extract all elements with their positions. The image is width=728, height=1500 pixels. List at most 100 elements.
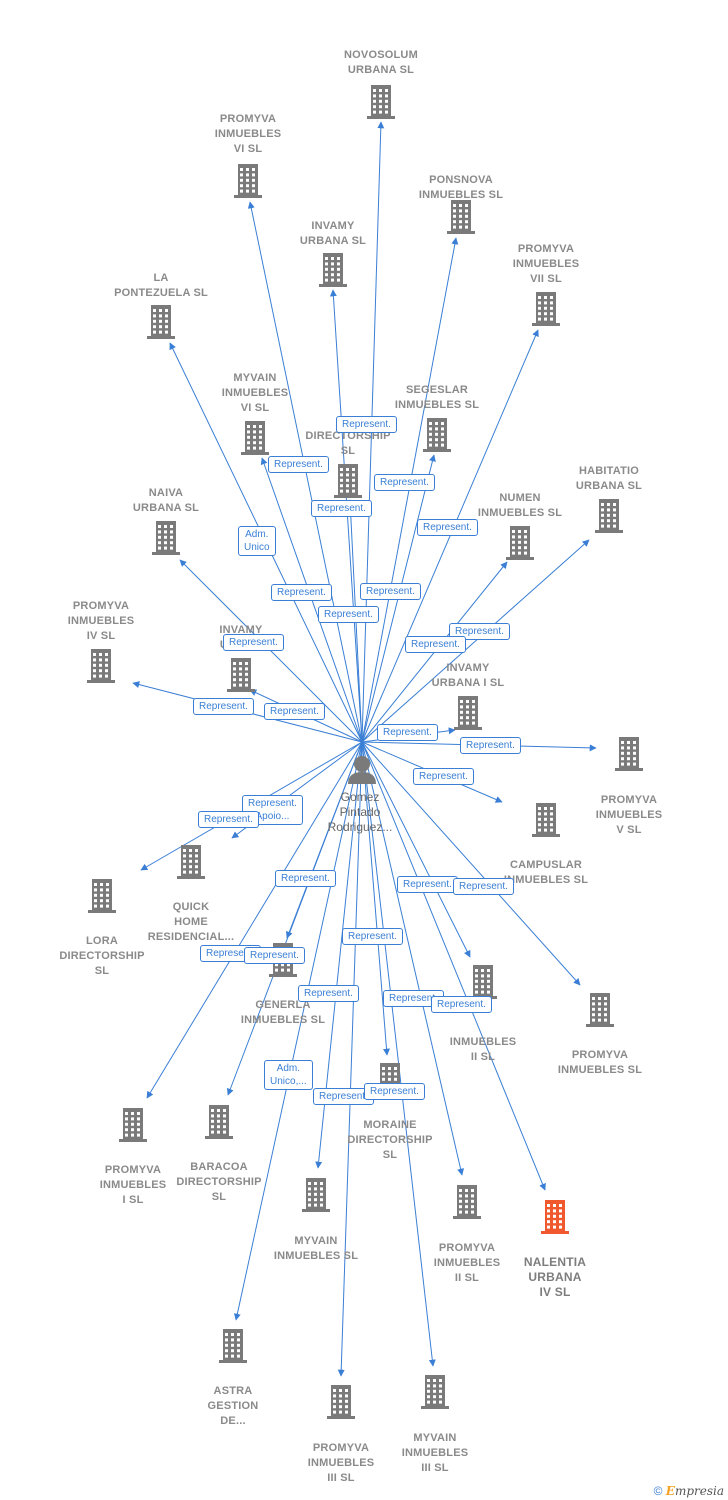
building-window — [633, 751, 636, 755]
relation-badge[interactable]: Represent. — [374, 474, 435, 491]
building-window — [481, 990, 484, 994]
building-window — [308, 1187, 311, 1191]
relation-badge[interactable]: Represent. — [453, 878, 514, 895]
relation-badge[interactable]: Represent. — [336, 416, 397, 433]
company-promyva-v[interactable]: PROMYVA INMUEBLES V SL — [595, 794, 663, 836]
relation-badge[interactable]: Represent. — [193, 698, 254, 715]
building-window — [621, 757, 624, 761]
building-window — [472, 716, 475, 720]
building-window — [217, 1125, 220, 1129]
building-window — [106, 899, 109, 903]
building-window — [553, 1225, 556, 1229]
company-habitatio[interactable]: HABITATIO URBANA SL — [575, 465, 643, 492]
center-person-name[interactable]: Gomez Pintado Rodriguez... — [327, 790, 393, 834]
building-window — [607, 508, 610, 512]
building-window — [435, 422, 438, 425]
relation-badge[interactable]: Represent. — [360, 583, 421, 600]
edge-baracoa — [226, 741, 363, 1096]
company-campuslar[interactable]: CAMPUSLAR INMUEBLES SL — [503, 859, 589, 886]
building-window — [331, 262, 334, 266]
building-window — [547, 1225, 550, 1229]
relation-badge[interactable]: Represent. — [318, 606, 379, 623]
relation-badge[interactable]: Represent. — [311, 500, 372, 517]
relation-badge[interactable]: Represent. — [417, 519, 478, 536]
company-promyva-iii[interactable]: PROMYVA INMUEBLES III SL — [307, 1442, 375, 1484]
building-window — [538, 317, 541, 321]
company-nalentia[interactable]: NALENTIA URBANA IV SL — [523, 1255, 587, 1299]
relation-badge[interactable]: Represent. — [271, 584, 332, 601]
building-window — [99, 653, 102, 656]
relation-badge[interactable]: Represent. — [364, 1083, 425, 1100]
company-promyva-sl[interactable]: PROMYVA INMUEBLES SL — [557, 1049, 643, 1076]
relation-badge[interactable]: Represent. — [460, 737, 521, 754]
building-window — [189, 849, 192, 852]
relation-badge[interactable]: Represent. — [268, 456, 329, 473]
company-promyva-iv[interactable]: PROMYVA INMUEBLES IV SL — [67, 600, 135, 642]
building-window — [553, 1220, 556, 1224]
building-window — [544, 807, 547, 810]
building-window — [345, 1389, 348, 1392]
building-window — [559, 1220, 562, 1224]
building-window — [125, 1133, 128, 1137]
building-window — [252, 189, 255, 193]
building-window — [385, 105, 388, 109]
relation-badge[interactable]: Represent. — [431, 996, 492, 1013]
building-window — [308, 1203, 311, 1207]
building-window — [189, 865, 192, 869]
person-icon[interactable] — [348, 756, 376, 784]
building-window — [592, 1013, 595, 1017]
company-promyva-i[interactable]: PROMYVA INMUEBLES I SL — [99, 1164, 167, 1206]
building-window — [607, 513, 610, 517]
relation-badge[interactable]: Represent. — [275, 870, 336, 887]
relation-badge[interactable]: Adm. Unico — [238, 526, 276, 556]
company-myvain-ii[interactable]: INMUEBLES II SL — [449, 1036, 517, 1063]
relation-badge[interactable]: Represent. — [413, 768, 474, 785]
building-window — [137, 1133, 140, 1137]
building-window — [106, 888, 109, 892]
company-novosolum[interactable]: NOVOSOLUM URBANA SL — [344, 49, 418, 76]
company-myvain-vi[interactable]: MYVAIN INMUEBLES VI SL — [221, 372, 289, 414]
relation-badge[interactable]: Adm. Unico,... — [264, 1060, 313, 1090]
building-window — [217, 1119, 220, 1123]
building-window — [217, 1109, 220, 1112]
company-generla[interactable]: GENERLA INMUEBLES SL — [240, 999, 326, 1026]
building-window — [231, 1338, 234, 1342]
relation-badge[interactable]: Represent. — [244, 947, 305, 964]
company-baracoa[interactable]: BARACOA DIRECTORSHIP SL — [176, 1161, 262, 1203]
relation-badge[interactable]: Represent. — [342, 928, 403, 945]
building-window — [189, 854, 192, 858]
company-naiva[interactable]: NAIVA URBANA SL — [132, 487, 200, 514]
company-invamy-urbana[interactable]: INVAMY URBANA SL — [299, 220, 367, 247]
company-lora[interactable]: LORA DIRECTORSHIP SL — [59, 935, 145, 977]
relation-badge[interactable]: Represent. — [397, 876, 458, 893]
building-window — [223, 1109, 226, 1112]
company-myvain-iii[interactable]: MYVAIN INMUEBLES III SL — [401, 1432, 469, 1474]
building-window — [544, 296, 547, 299]
building-window — [439, 1384, 442, 1388]
building-window — [195, 865, 198, 869]
company-la-pontezuela[interactable]: LA PONTEZUELA SL — [114, 272, 208, 299]
company-quick-home[interactable]: QUICK HOME RESIDENCIAL... — [147, 901, 235, 943]
building-window — [217, 1114, 220, 1118]
company-moraine[interactable]: MORAINE DIRECTORSHIP SL — [347, 1119, 433, 1161]
company-promyva-vii[interactable]: PROMYVA INMUEBLES VII SL — [512, 243, 580, 285]
company-myvain-sl[interactable]: MYVAIN INMUEBLES SL — [273, 1235, 359, 1262]
relation-badge[interactable]: Represent. — [264, 703, 325, 720]
relation-badge[interactable]: Represent. — [298, 985, 359, 1002]
building-window — [211, 1125, 214, 1129]
relation-badge[interactable]: Represent. — [223, 634, 284, 651]
relation-badge[interactable]: Represent. — [377, 724, 438, 741]
company-promyva-vi[interactable]: PROMYVA INMUEBLES VI SL — [214, 113, 282, 155]
building-window — [385, 110, 388, 114]
relation-badge[interactable]: Represent. — [405, 636, 466, 653]
relation-badge[interactable]: Represent. — [449, 623, 510, 640]
company-invamy-urbana-i[interactable]: INVAMY URBANA I SL — [431, 662, 505, 689]
company-astra[interactable]: ASTRA GESTION DE... — [207, 1385, 259, 1427]
company-numen[interactable]: NUMEN INMUEBLES SL — [477, 492, 563, 519]
relation-badge[interactable]: Represent. — [198, 811, 259, 828]
company-ponsnova[interactable]: PONSNOVA INMUEBLES SL — [418, 174, 504, 201]
company-segeslar[interactable]: SEGESLAR INMUEBLES SL — [394, 384, 480, 411]
building-window — [512, 551, 515, 555]
company-promyva-ii[interactable]: PROMYVA INMUEBLES II SL — [433, 1242, 501, 1284]
building-window — [239, 678, 242, 682]
